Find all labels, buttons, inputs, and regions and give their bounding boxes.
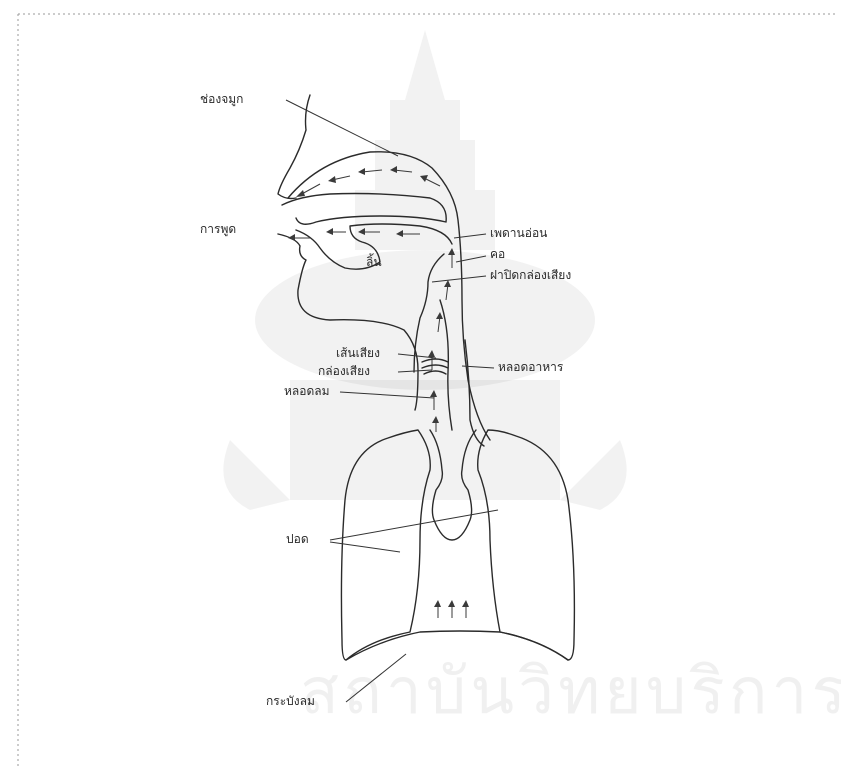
lungs-outline-group <box>341 430 574 660</box>
arrow-mouth-4 <box>396 230 420 237</box>
arrow-pharynx-3 <box>436 312 443 332</box>
arrow-mouth-3 <box>358 228 380 235</box>
leader-nasal-cavity <box>286 100 398 156</box>
leader-diaphragm <box>346 654 406 702</box>
label-pharynx: คอ <box>490 247 505 261</box>
arrow-trachea-2 <box>432 416 439 432</box>
label-larynx: กล่องเสียง <box>318 364 370 378</box>
label-vocal-cords: เส้นเสียง <box>336 346 380 360</box>
arrow-trachea-1 <box>430 390 437 410</box>
label-esophagus: หลอดอาหาร <box>498 360 563 374</box>
arrow-nasal-4 <box>390 166 412 173</box>
arrow-diaphragm-3 <box>462 600 469 618</box>
leader-lungs-right <box>330 510 498 540</box>
leader-trachea <box>340 392 434 398</box>
label-mouth: การพูด <box>200 222 236 236</box>
leader-larynx <box>398 370 432 372</box>
arrow-mouth-2 <box>326 228 346 235</box>
label-lungs: ปอด <box>286 532 309 546</box>
arrow-diaphragm-2 <box>448 600 455 618</box>
arrow-nasal-3 <box>358 168 382 175</box>
left-lung-outline <box>341 430 430 660</box>
label-trachea: หลอดลม <box>284 384 330 398</box>
right-lung-outline <box>478 430 575 660</box>
arrow-diaphragm-1 <box>434 600 441 618</box>
label-soft-palate: เพดานอ่อน <box>490 226 547 240</box>
vocal-cords-marks <box>422 359 448 374</box>
label-tongue: ลิ้น <box>366 255 382 269</box>
arrow-nasal-2 <box>328 176 350 183</box>
arrow-pharynx-1 <box>448 248 455 268</box>
label-nasal-cavity: ช่องจมูก <box>200 92 243 106</box>
diaphragm-outline <box>346 631 568 660</box>
vocal-cords-folds <box>422 359 448 374</box>
arrow-nasal-5 <box>420 175 440 186</box>
nose-outline <box>278 95 310 199</box>
hard-palate-outline <box>282 194 446 225</box>
leader-lungs-left <box>330 542 400 552</box>
arrow-pharynx-2 <box>444 280 451 300</box>
label-diaphragm: กระบังลม <box>266 694 315 708</box>
leader-epiglottis <box>432 276 486 282</box>
label-epiglottis: ฝาปิดกล่องเสียง <box>490 268 571 282</box>
trachea-outline <box>430 430 476 540</box>
